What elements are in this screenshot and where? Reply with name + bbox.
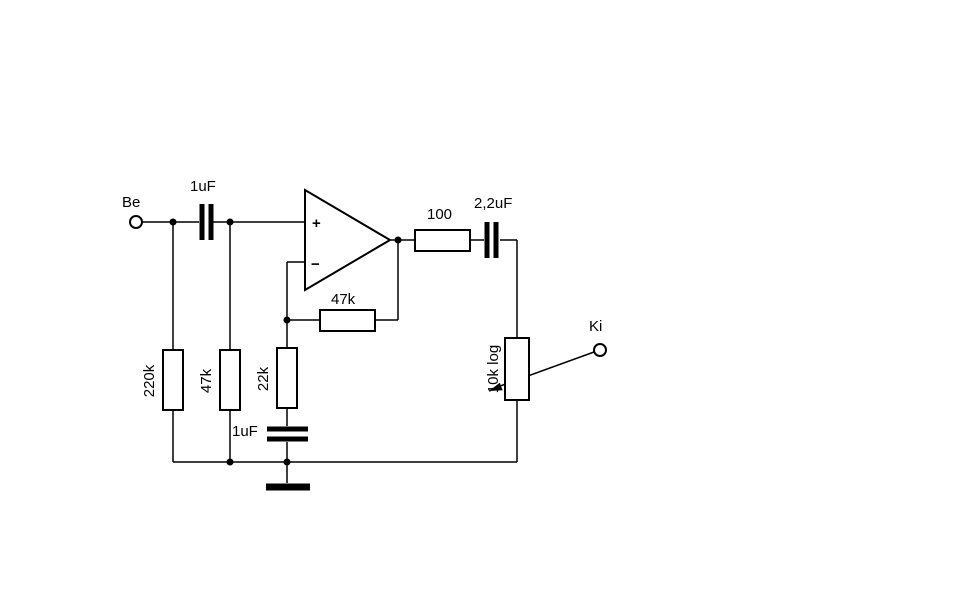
junction-dot xyxy=(283,458,291,466)
junction-dot xyxy=(169,218,177,226)
potentiometer-wiper-arrow xyxy=(489,382,503,391)
potentiometer-body xyxy=(504,337,530,401)
junction-dot xyxy=(394,236,402,244)
gain-resistor-body xyxy=(276,347,298,409)
opamp-minus-label: − xyxy=(311,256,320,273)
potentiometer-label: 10k log xyxy=(485,345,502,393)
bias-resistor-220k-body xyxy=(162,349,184,411)
output-resistor-label: 100 xyxy=(427,206,452,223)
output-terminal xyxy=(593,343,607,357)
junction-dot xyxy=(283,316,291,324)
bias-resistor-220k-label: 220k xyxy=(141,364,158,397)
gain-resistor-label: 22k xyxy=(255,366,272,391)
feedback-resistor-body xyxy=(319,309,376,332)
output-terminal-label: Ki xyxy=(589,318,602,335)
junction-dot xyxy=(226,218,234,226)
output-cap-label: 2,2uF xyxy=(474,195,512,212)
opamp-symbol xyxy=(304,188,392,292)
input-terminal-label: Be xyxy=(122,194,140,211)
input-cap-label: 1uF xyxy=(190,178,216,195)
opamp-plus-label: + xyxy=(312,215,321,232)
bias-resistor-47k-label: 47k xyxy=(198,368,215,393)
output-resistor-body xyxy=(414,229,471,252)
feedback-resistor-label: 47k xyxy=(331,291,356,308)
gain-cap-label: 1uF xyxy=(232,423,258,440)
junction-dot xyxy=(226,458,234,466)
input-terminal xyxy=(129,215,143,229)
bias-resistor-47k-body xyxy=(219,349,241,411)
